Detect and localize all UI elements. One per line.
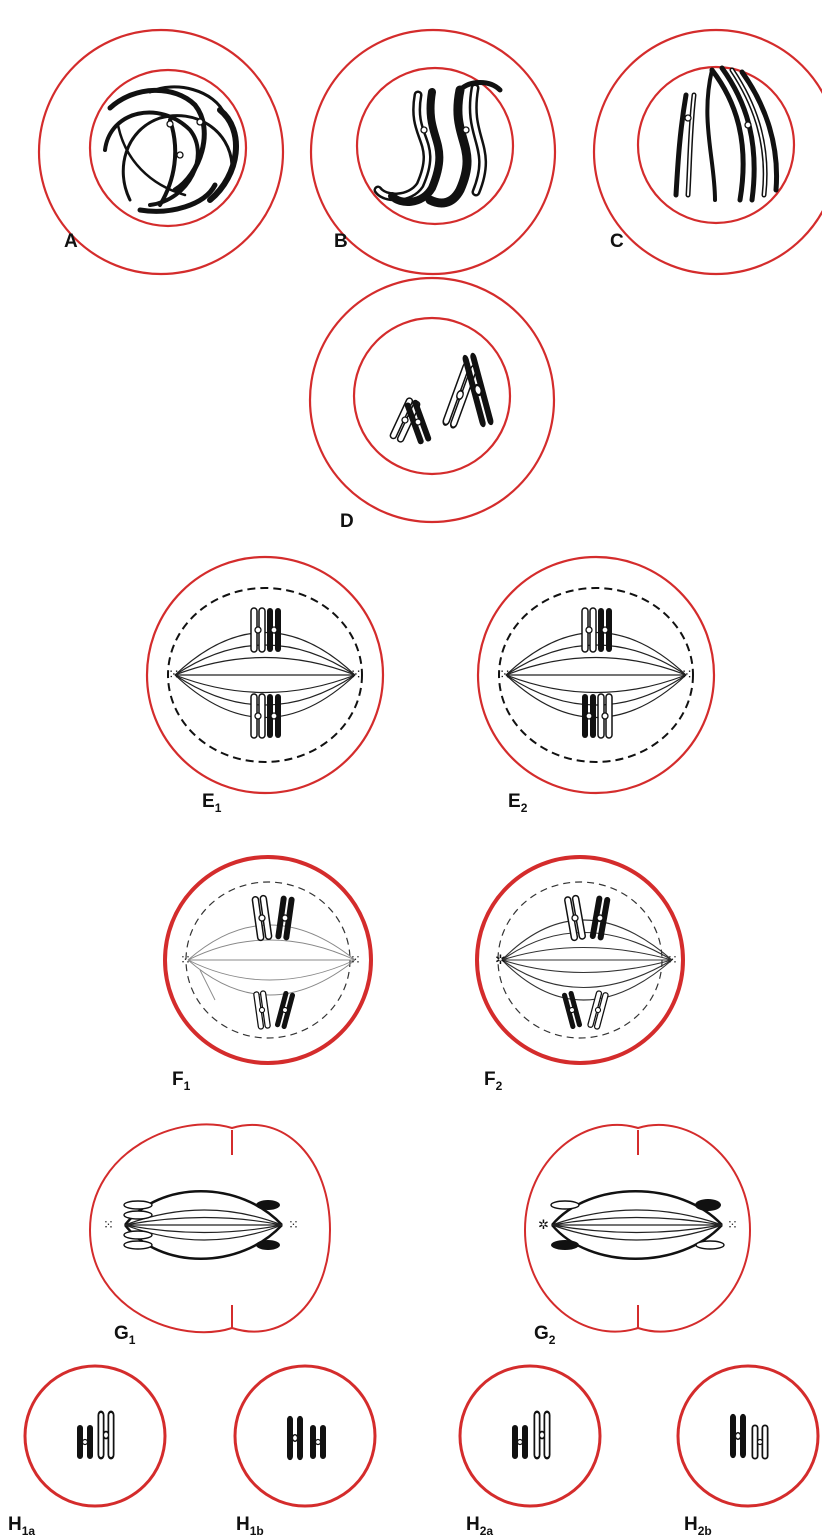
label-f1-sub: 1	[184, 1079, 191, 1093]
label-g2-main: G	[534, 1323, 549, 1344]
svg-text:⁙: ⁙	[727, 1217, 738, 1232]
cell-h1b	[235, 1366, 375, 1506]
label-g2: G2	[534, 1324, 555, 1346]
label-h1a-main: H	[8, 1514, 22, 1535]
cell-d	[310, 278, 554, 522]
label-d: D	[340, 512, 354, 531]
label-b: B	[334, 232, 348, 251]
cell-g2: ✲ ⁙	[525, 1125, 750, 1332]
cell-g1: ⁙ ⁙	[90, 1124, 330, 1332]
label-e1-main: E	[202, 791, 215, 812]
cell-h2a	[460, 1366, 600, 1506]
cell-e1: ⁙ ⁙	[147, 557, 383, 793]
label-g1-sub: 1	[129, 1333, 136, 1347]
svg-text:⁙: ⁙	[288, 1217, 299, 1232]
label-h1b-sub: 1b	[250, 1524, 264, 1538]
label-g2-sub: 2	[549, 1333, 556, 1347]
svg-text:⁙: ⁙	[103, 1217, 114, 1232]
cell-e2: ⁙ ⁙	[478, 557, 714, 793]
chromatin-threads-a	[105, 87, 236, 211]
svg-text:⁙: ⁙	[350, 666, 362, 682]
svg-text:⁙: ⁙	[350, 952, 361, 967]
label-e2-sub: 2	[521, 801, 528, 815]
svg-text:✲: ✲	[495, 952, 506, 967]
label-h2b-main: H	[684, 1514, 698, 1535]
label-h2a-sub: 2a	[480, 1524, 493, 1538]
label-e1: E1	[202, 792, 221, 814]
label-f2-main: F	[484, 1069, 496, 1090]
label-g1-main: G	[114, 1323, 129, 1344]
label-f2-sub: 2	[496, 1079, 503, 1093]
svg-text:✲: ✲	[538, 1217, 549, 1232]
label-h2a-main: H	[466, 1514, 480, 1535]
label-h2b: H2b	[684, 1515, 712, 1537]
label-h1a: H1a	[8, 1515, 35, 1537]
label-h1b-main: H	[236, 1514, 250, 1535]
cell-f2: ✲ ⁙	[477, 857, 683, 1063]
svg-text:⁙: ⁙	[180, 952, 191, 967]
svg-text:⁙: ⁙	[499, 666, 511, 682]
label-f1: F1	[172, 1070, 190, 1092]
cell-c	[594, 30, 822, 274]
cell-f1: ⁙ ⁙	[165, 857, 371, 1063]
svg-text:⁙: ⁙	[667, 952, 678, 967]
label-e2: E2	[508, 792, 527, 814]
label-g1: G1	[114, 1324, 135, 1346]
label-e1-sub: 1	[215, 801, 222, 815]
label-c: C	[610, 232, 624, 251]
cell-h1a	[25, 1366, 165, 1506]
label-f1-main: F	[172, 1069, 184, 1090]
label-h2a: H2a	[466, 1515, 493, 1537]
svg-text:⁙: ⁙	[681, 666, 693, 682]
label-h1a-sub: 1a	[22, 1524, 35, 1538]
label-e2-main: E	[508, 791, 521, 812]
label-h2b-sub: 2b	[698, 1524, 712, 1538]
cell-h2b	[678, 1366, 818, 1506]
label-h1b: H1b	[236, 1515, 264, 1537]
svg-text:⁙: ⁙	[168, 666, 180, 682]
label-a: A	[64, 232, 78, 251]
label-f2: F2	[484, 1070, 502, 1092]
